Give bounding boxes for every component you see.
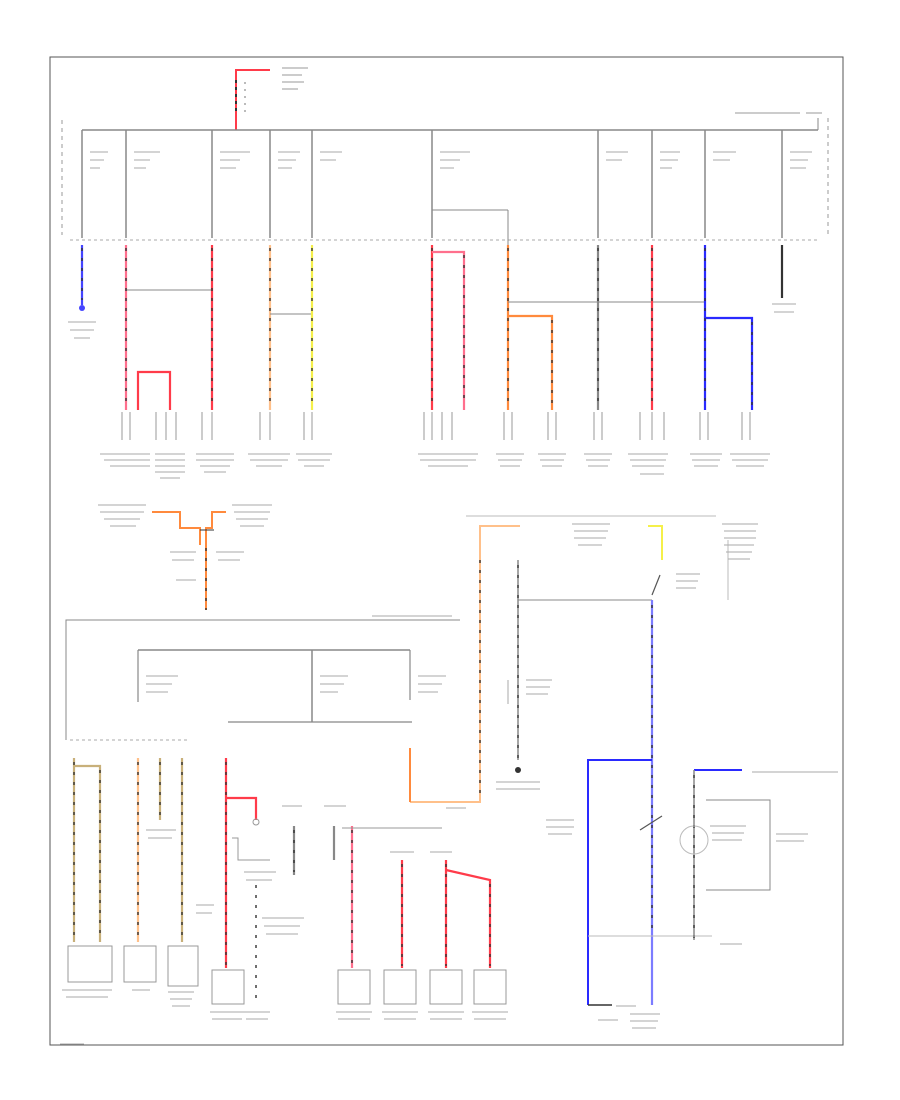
- upper-wires: [79, 245, 784, 410]
- top-fuse-drops: [81, 130, 783, 238]
- top-bus: [61, 112, 829, 235]
- lower-left-labels: [60, 805, 508, 1045]
- upper-left-labels: [68, 303, 796, 339]
- lower-right-section: [409, 515, 771, 1006]
- lower-left-components: [67, 818, 507, 1005]
- lower-left-section: [65, 615, 460, 741]
- middle-switch-cluster: [98, 504, 272, 610]
- top-power-feed: [235, 67, 308, 130]
- lower-left-wires: [72, 758, 492, 968]
- lower-right-labels: [446, 523, 838, 1029]
- upper-wire-overlays: [81, 248, 753, 405]
- lower-left-wire-overlays: [73, 762, 491, 1000]
- diagram-border: [49, 56, 844, 1046]
- upper-connector-pins: [121, 412, 751, 440]
- fuse-label-marks: [90, 151, 812, 169]
- upper-component-labels: [100, 453, 770, 479]
